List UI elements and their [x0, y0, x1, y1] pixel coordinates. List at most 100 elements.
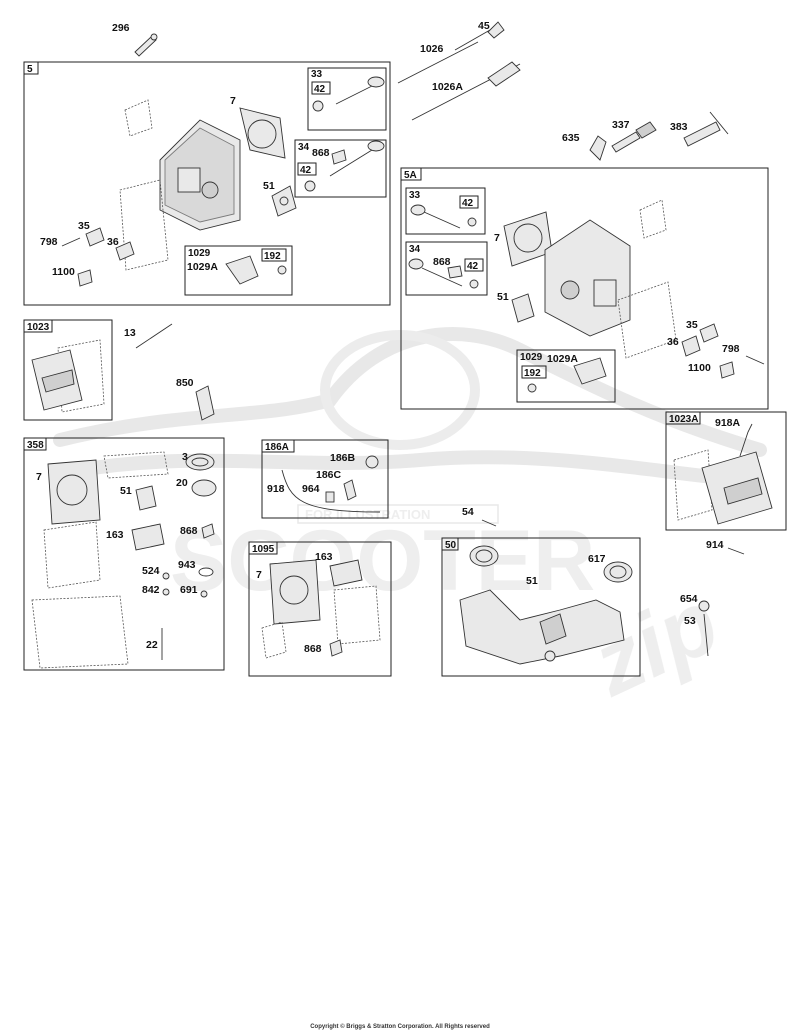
group-186A-tag: 186A — [265, 442, 289, 453]
subgroup-5-34: 34 — [298, 142, 310, 153]
subgroup-5A-1029: 1029 — [520, 352, 543, 363]
label-5-868: 868 — [312, 147, 330, 159]
seal-358-868[interactable] — [201, 523, 215, 539]
label-850: 850 — [176, 377, 194, 389]
part-635-boot[interactable]: 635 — [562, 132, 607, 161]
group-358: 358 7 3 20 51 163 868 524 943 — [23, 437, 225, 671]
label-5A-1100: 1100 — [688, 362, 711, 374]
label-5A-36: 36 — [667, 336, 679, 348]
label-53: 53 — [684, 615, 696, 627]
group-1023-tag: 1023 — [27, 322, 50, 333]
subgroup-5-1029: 1029 — [188, 248, 211, 259]
group-5-tag: 5 — [27, 64, 33, 75]
subgroup-5A-34-42: 42 — [467, 261, 479, 272]
cylinder-head[interactable] — [159, 119, 241, 231]
part-850-sealant[interactable]: 850 — [176, 377, 215, 421]
label-654: 654 — [680, 593, 698, 605]
seal-358-3[interactable] — [185, 453, 215, 471]
part-798-bolt[interactable] — [61, 237, 81, 247]
seal-1095-868[interactable] — [329, 639, 343, 657]
hose-918[interactable] — [281, 469, 381, 513]
label-358-163: 163 — [106, 529, 124, 541]
label-358-842: 842 — [142, 584, 160, 596]
seal-358-20[interactable] — [191, 479, 217, 497]
part-358-943[interactable] — [198, 567, 214, 577]
valve-5A-33[interactable] — [410, 204, 477, 229]
part-186B-fitting[interactable] — [365, 455, 379, 469]
label-358-3: 3 — [182, 451, 188, 463]
label-54: 54 — [462, 506, 474, 518]
part-53-stud[interactable]: 53 — [684, 613, 709, 657]
part-54-screw[interactable]: 54 — [462, 506, 497, 527]
part-337-spark-plug[interactable]: 337 — [611, 119, 657, 153]
label-358-7: 7 — [36, 471, 42, 483]
label-1023A-918A: 918A — [715, 417, 741, 429]
part-5A-35-spring[interactable] — [699, 323, 719, 343]
group-5A: 5A 33 42 34 868 42 7 — [400, 167, 769, 410]
rocker-arm-5A[interactable] — [527, 357, 607, 393]
subgroup-5A-33: 33 — [409, 190, 421, 201]
gasket-50-ring-left[interactable] — [469, 545, 499, 567]
label-914: 914 — [706, 539, 724, 551]
part-1100[interactable] — [77, 269, 93, 287]
group-50-tag: 50 — [445, 540, 457, 551]
gasket-1023 — [57, 339, 105, 413]
gasket-358-163[interactable] — [131, 523, 165, 551]
group-1023A-tag: 1023A — [669, 414, 698, 425]
part-1026A-pushrod[interactable]: 1026A — [411, 61, 521, 121]
label-186-918: 918 — [267, 483, 285, 495]
label-358-691: 691 — [180, 584, 198, 596]
part-358-691[interactable] — [200, 590, 208, 598]
subgroup-5A-34: 34 — [409, 244, 421, 255]
cylinder-head-5A[interactable] — [544, 219, 631, 337]
label-1095-7: 7 — [256, 569, 262, 581]
part-36-spring[interactable] — [115, 241, 135, 261]
gasket-358-51[interactable] — [135, 485, 157, 511]
rocker-arm[interactable] — [225, 255, 287, 285]
part-5A-798-bolt[interactable] — [745, 355, 765, 365]
valve-cover-1023[interactable] — [31, 349, 83, 411]
label-13: 13 — [124, 327, 136, 339]
part-45-valve[interactable]: 45 — [454, 20, 505, 51]
gasket-358-7[interactable] — [47, 459, 101, 525]
gasket-7[interactable] — [239, 107, 286, 159]
part-296[interactable]: 296 — [112, 22, 158, 57]
part-914-screw[interactable]: 914 — [706, 539, 745, 555]
valve-cover-1023A[interactable] — [701, 423, 773, 525]
subgroup-5-1029-192: 192 — [264, 251, 281, 262]
part-5A-1100[interactable] — [719, 361, 735, 379]
exhaust-manifold[interactable] — [459, 589, 625, 665]
gasket-5A-outline — [617, 281, 677, 359]
part-654-nut[interactable]: 654 — [680, 593, 710, 612]
label-5A-1029A: 1029A — [547, 353, 578, 365]
label-1026A: 1026A — [432, 81, 463, 93]
part-358-842[interactable] — [162, 588, 170, 596]
label-358-22: 22 — [146, 639, 158, 651]
valve-5A-34[interactable] — [408, 258, 479, 289]
group-186A: 186A 186B 186C 918 964 — [261, 439, 389, 519]
part-358-524[interactable] — [162, 572, 170, 580]
part-5A-51[interactable] — [511, 293, 535, 323]
part-51[interactable] — [271, 185, 297, 217]
part-383-tool[interactable]: 383 — [670, 111, 729, 147]
label-358-524: 524 — [142, 565, 160, 577]
valve-33[interactable] — [312, 76, 385, 112]
part-186C[interactable] — [343, 479, 357, 501]
gasket-1095-163[interactable] — [329, 559, 363, 587]
gasket-1095-small — [261, 621, 287, 659]
part-35-spring[interactable] — [85, 227, 105, 247]
valve-34[interactable] — [304, 140, 385, 192]
part-5A-36-spring[interactable] — [681, 335, 701, 357]
part-1026-pushrod[interactable]: 1026 — [397, 41, 479, 84]
label-635: 635 — [562, 132, 580, 144]
gasket-1023A — [673, 449, 713, 521]
gasket-50-617[interactable] — [603, 561, 633, 583]
group-5A-tag: 5A — [404, 170, 417, 181]
gasket-1095-7[interactable] — [269, 559, 321, 625]
subgroup-5-33-42: 42 — [314, 84, 326, 95]
part-13-bolt[interactable]: 13 — [124, 323, 173, 349]
label-186-964: 964 — [302, 483, 320, 495]
label-358-20: 20 — [176, 477, 188, 489]
part-964[interactable] — [325, 491, 335, 503]
